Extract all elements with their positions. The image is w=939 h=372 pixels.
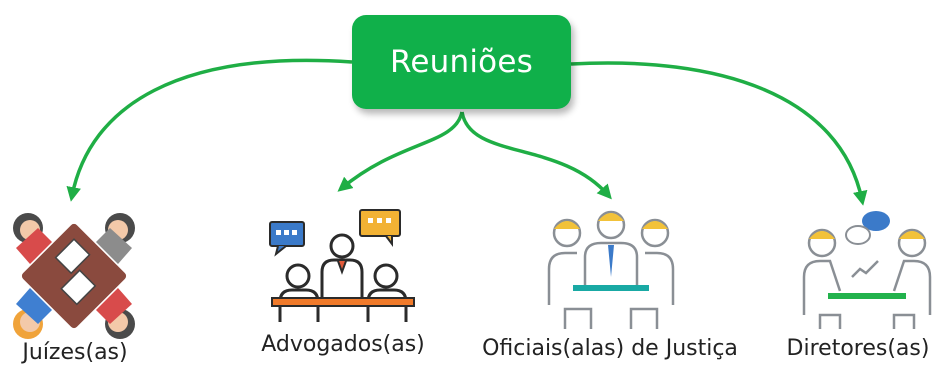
lawyers-meeting-icon [269, 209, 415, 322]
directors-discussion-icon [802, 211, 932, 329]
court-officers-meeting-icon [547, 210, 675, 329]
connector-diretores [570, 61, 868, 206]
judges-round-table-icon [13, 213, 135, 339]
root-node: Reuniões [352, 15, 571, 109]
root-node-label: Reuniões [390, 44, 533, 80]
node-label-advogados: Advogados(as) [261, 332, 425, 357]
node-label-juizes: Juízes(as) [22, 340, 128, 365]
connector-oficiais [460, 111, 612, 200]
connector-juizes [66, 58, 353, 202]
node-label-oficiais: Oficiais(alas) de Justiça [482, 336, 738, 361]
node-label-diretores: Diretores(as) [786, 336, 930, 361]
connector-advogados [337, 111, 464, 192]
